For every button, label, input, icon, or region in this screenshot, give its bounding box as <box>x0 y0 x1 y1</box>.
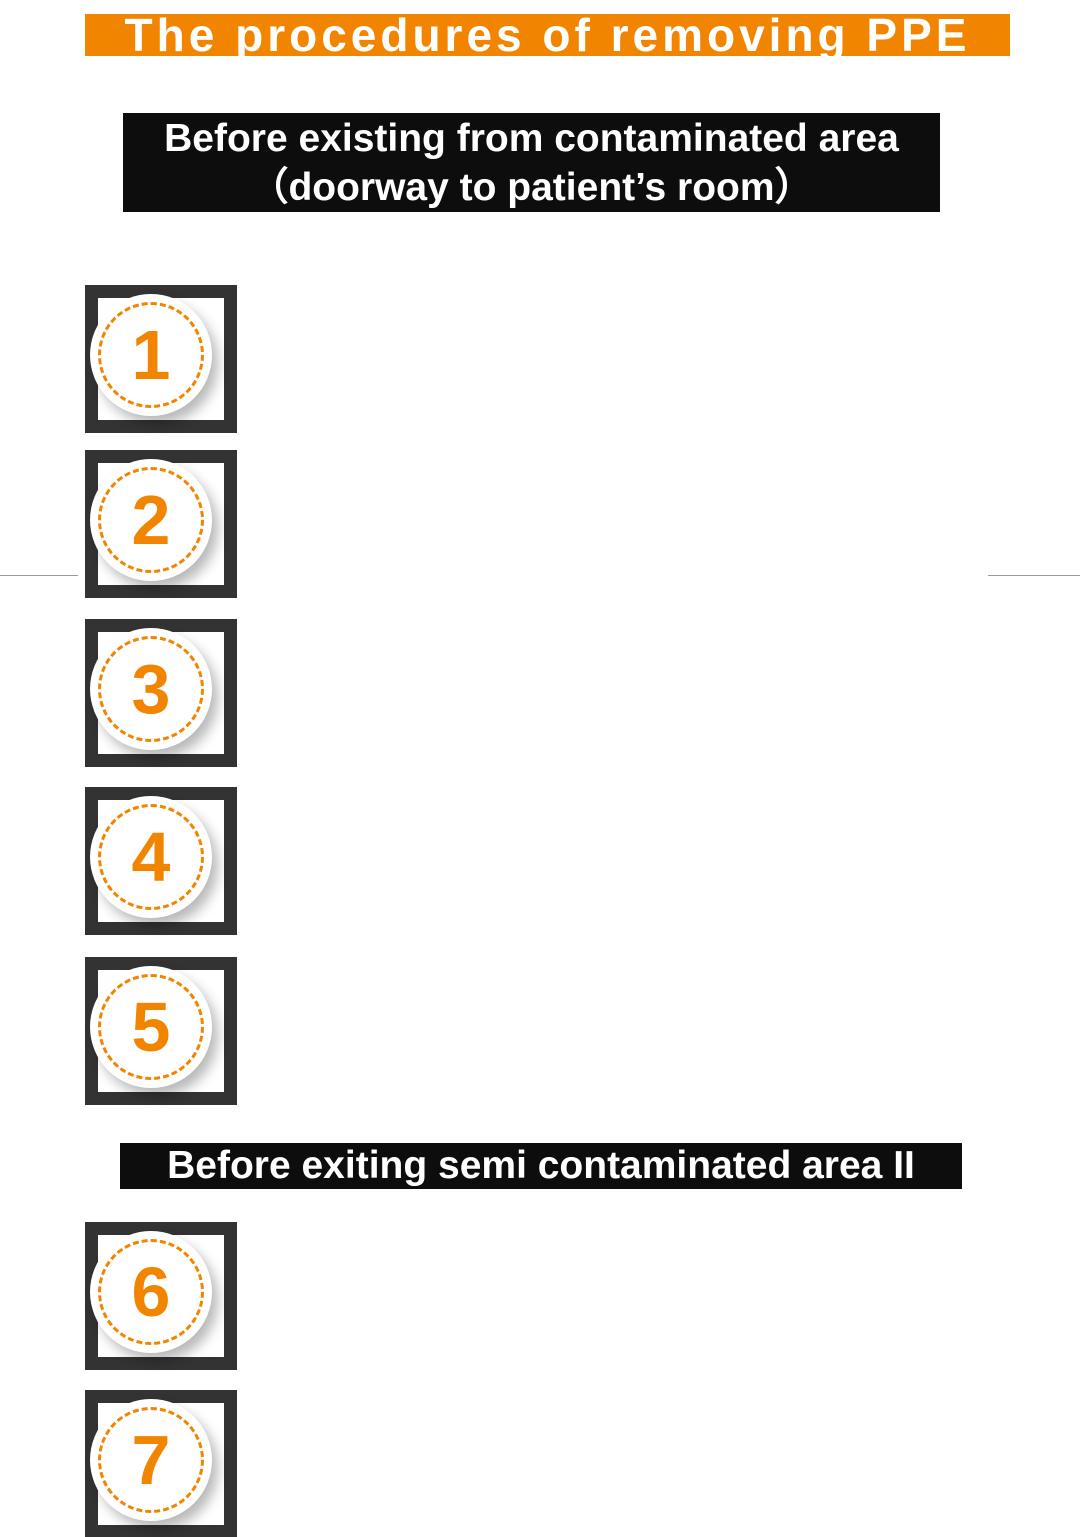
page-title: The procedures of removing PPE <box>124 9 971 61</box>
dashed-ring <box>98 467 204 573</box>
step-1: 1 <box>85 285 237 433</box>
step-frame <box>85 787 237 935</box>
dashed-ring <box>98 302 204 408</box>
banner-line-1: Before exiting semi contaminated area II <box>167 1144 915 1187</box>
step-2: 2 <box>85 450 237 598</box>
step-number-badge: 4 <box>90 796 212 918</box>
step-number-badge: 1 <box>90 294 212 416</box>
step-frame <box>85 957 237 1105</box>
step-7: 7 <box>85 1390 237 1537</box>
step-3: 3 <box>85 619 237 767</box>
step-6: 6 <box>85 1222 237 1370</box>
step-number-badge: 2 <box>90 459 212 581</box>
step-number-badge: 7 <box>90 1399 212 1521</box>
title-bar: The procedures of removing PPE <box>85 9 1010 61</box>
banner-contaminated-area: Before existing from contaminated area （… <box>123 113 940 212</box>
step-number-badge: 6 <box>90 1231 212 1353</box>
step-5: 5 <box>85 957 237 1105</box>
dashed-ring <box>98 1407 204 1513</box>
page-edge-divider-right <box>988 575 1080 576</box>
step-number-badge: 5 <box>90 966 212 1088</box>
page-edge-divider-left <box>0 575 78 576</box>
banner-line-2: （doorway to patient’s room） <box>249 165 814 209</box>
dashed-ring <box>98 636 204 742</box>
dashed-ring <box>98 804 204 910</box>
step-4: 4 <box>85 787 237 935</box>
banner-line-1: Before existing from contaminated area <box>164 116 899 160</box>
step-number-badge: 3 <box>90 628 212 750</box>
dashed-ring <box>98 1239 204 1345</box>
dashed-ring <box>98 974 204 1080</box>
banner-semi-contaminated-area: Before exiting semi contaminated area II <box>120 1143 962 1189</box>
